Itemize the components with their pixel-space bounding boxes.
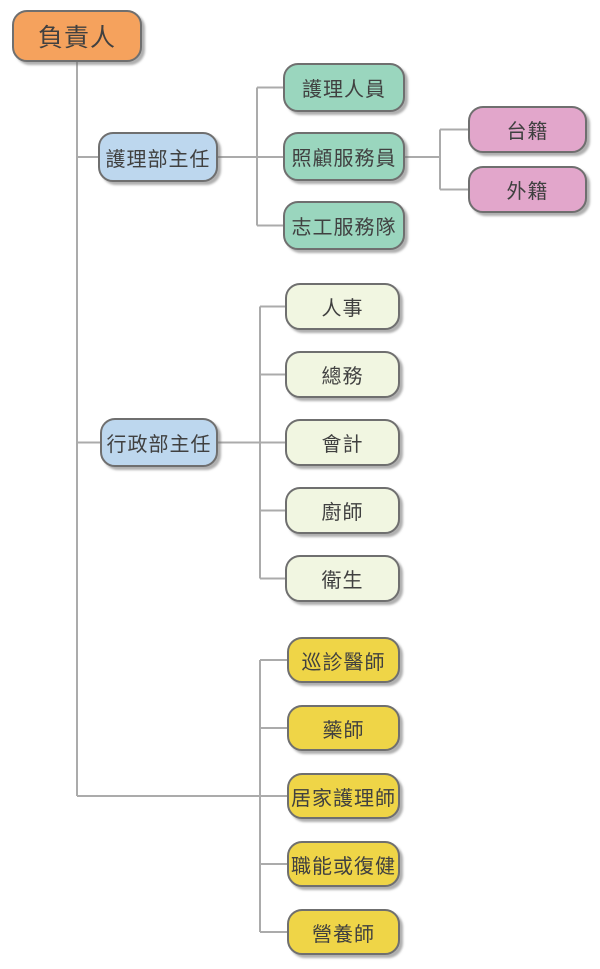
org-node-nursing-staff: 護理人員 — [283, 63, 405, 112]
org-node-dietitian: 營養師 — [287, 909, 400, 955]
org-node-admin-director: 行政部主任 — [100, 418, 218, 467]
org-node-care-attendants: 照顧服務員 — [283, 132, 405, 181]
org-node-foreign: 外籍 — [468, 166, 587, 213]
org-node-occupational-rehab: 職能或復健 — [287, 841, 400, 887]
org-node-general-affairs: 總務 — [285, 351, 400, 398]
org-node-taiwanese: 台籍 — [468, 106, 587, 153]
org-node-owner: 負責人 — [12, 10, 142, 62]
org-node-accounting: 會計 — [285, 419, 400, 466]
org-node-hr: 人事 — [285, 283, 400, 330]
org-node-home-care-nurse: 居家護理師 — [287, 773, 400, 819]
org-node-sanitation: 衛生 — [285, 555, 400, 602]
org-node-volunteer-team: 志工服務隊 — [283, 201, 405, 250]
org-node-pharmacist: 藥師 — [287, 705, 400, 751]
org-node-nursing-director: 護理部主任 — [98, 132, 218, 182]
org-node-visiting-doctor: 巡診醫師 — [287, 637, 400, 683]
org-node-chef: 廚師 — [285, 487, 400, 534]
